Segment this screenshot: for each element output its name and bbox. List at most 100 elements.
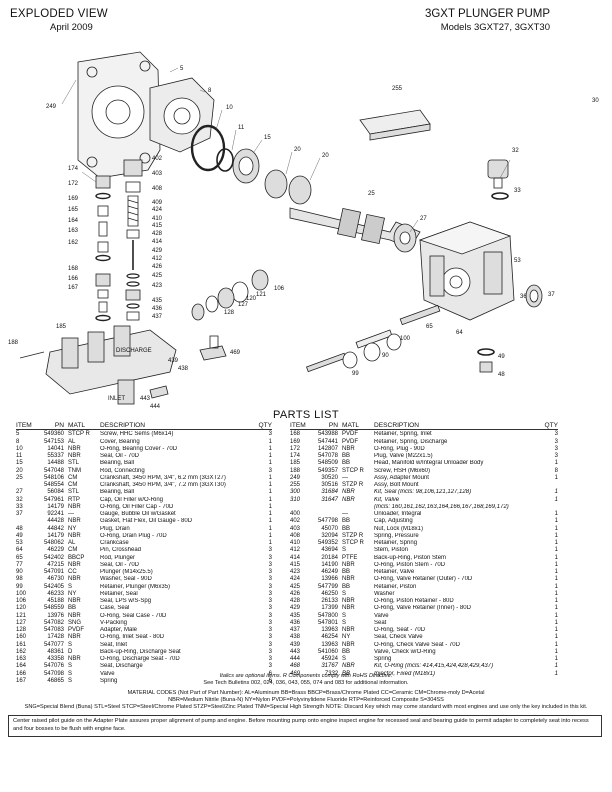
part-number: 31767: [321, 663, 338, 670]
part-material: NBR: [68, 532, 81, 539]
part-item: 402: [290, 518, 301, 525]
part-material: STL: [68, 460, 80, 467]
part-number: 13976: [47, 612, 64, 619]
diagram-label: 436: [152, 306, 163, 312]
diagram-label: 412: [152, 256, 163, 262]
part-material: —: [342, 511, 348, 517]
part-material: S: [342, 656, 347, 662]
diagram-label: 5: [180, 66, 184, 72]
part-description: Gasket, Flat Flex, Oil Gauge - 80D: [100, 518, 193, 525]
part-description: Spring, Pressure: [374, 532, 419, 539]
part-description: Rod, Connecting: [100, 467, 145, 474]
part-quantity: 3: [268, 619, 272, 626]
part-item: 444: [290, 656, 301, 662]
diagram-label: 172: [68, 181, 79, 187]
part-item: 436: [290, 619, 301, 626]
diagram-label: 415: [152, 223, 163, 229]
col-pn: PN: [328, 422, 338, 429]
part-item: 172: [290, 445, 301, 452]
diagram-label: 121: [256, 292, 267, 298]
part-quantity: 1: [268, 453, 272, 459]
part-quantity: 1: [554, 648, 558, 655]
diagram-label: 10: [226, 105, 233, 111]
part-description: O-Ring, Bearing Cover - 70D: [100, 445, 178, 452]
col-pn: PN: [54, 422, 64, 429]
part-item: 255: [290, 482, 301, 488]
part-description: Washer, Seal - 90D: [100, 576, 152, 583]
part-quantity: 1: [268, 525, 272, 532]
part-item: 32: [16, 496, 23, 503]
part-material: NBR: [68, 656, 81, 662]
col-desc: DESCRIPTION: [374, 422, 420, 429]
part-number: 547153: [43, 438, 64, 445]
part-description: Kit, Seal (Incls: 98,106,121,127,128): [374, 489, 472, 496]
part-description: O-Ring, Valve Retainer (Outer) - 70D: [374, 576, 473, 583]
diagram-label: 168: [68, 266, 79, 272]
part-description: Retainer, Seal: [100, 590, 138, 597]
part-item: 167: [16, 677, 27, 684]
part-quantity: 3: [268, 641, 272, 648]
part-description: Retainer, Spring, Inlet: [374, 431, 432, 438]
part-number: [308, 504, 342, 511]
part-quantity: 1: [554, 583, 558, 590]
part-description: Seal, Oil - 70D: [100, 561, 140, 568]
part-material: —: [342, 474, 348, 481]
part-material: S: [68, 677, 73, 684]
part-material: NBR: [342, 561, 355, 568]
revision-date: April 2009: [50, 22, 93, 33]
part-quantity: 1: [554, 525, 558, 532]
part-number: 543988: [317, 431, 338, 438]
part-item: 425: [290, 583, 301, 590]
diagram-label: 188: [8, 340, 19, 346]
part-description: O-Ring, Discharge Seat - 70D: [100, 656, 180, 662]
part-item: 106: [16, 598, 27, 604]
valve-stack: [95, 175, 111, 322]
part-description: Head, Manifold w/Integral Unloader Body: [374, 460, 484, 467]
diagram-label: 65: [426, 324, 433, 330]
col-qty: QTY: [544, 422, 558, 429]
part-number: 14488: [47, 460, 64, 467]
part-description: (Incls: 160,161,162,163,164,166,167,168,…: [374, 503, 509, 510]
diagram-label: 435: [152, 298, 163, 304]
part-number: 547098: [43, 670, 64, 677]
diagram-label: 33: [514, 188, 521, 194]
diagram-label: 439: [168, 358, 179, 364]
diagram-label: 255: [392, 86, 403, 92]
crankcase: [418, 221, 515, 321]
part-material: PVDF: [342, 431, 359, 438]
part-quantity: 1: [554, 663, 558, 670]
part-item: 435: [290, 612, 301, 619]
material-codes-line-1: MATERIAL CODES (Not Part of Part Number)…: [127, 690, 485, 696]
product-title: 3GXT PLUNGER PUMP: [424, 8, 550, 20]
part-item: 438: [290, 634, 301, 641]
part-number: 547801: [317, 619, 338, 626]
part-material: NBR: [342, 641, 355, 648]
part-description: Kit, O-Ring (Incls: 414,415,424,428,429,…: [374, 663, 494, 670]
part-item: 127: [16, 619, 27, 626]
part-item: 174: [290, 453, 301, 459]
part-number: 17428: [47, 634, 64, 641]
part-quantity: 1: [268, 438, 272, 445]
part-number: 549352: [317, 540, 338, 546]
part-material: NBR: [342, 576, 355, 583]
diagram-label: 429: [152, 248, 163, 254]
diagram-label: DISCHARGE: [116, 348, 152, 354]
part-item: 400: [290, 511, 301, 517]
part-material: STCP R: [342, 540, 364, 546]
part-item: 428: [290, 598, 301, 604]
part-number: 548559: [43, 605, 64, 612]
part-number: 47215: [47, 561, 64, 568]
part-number: 46865: [47, 677, 64, 684]
